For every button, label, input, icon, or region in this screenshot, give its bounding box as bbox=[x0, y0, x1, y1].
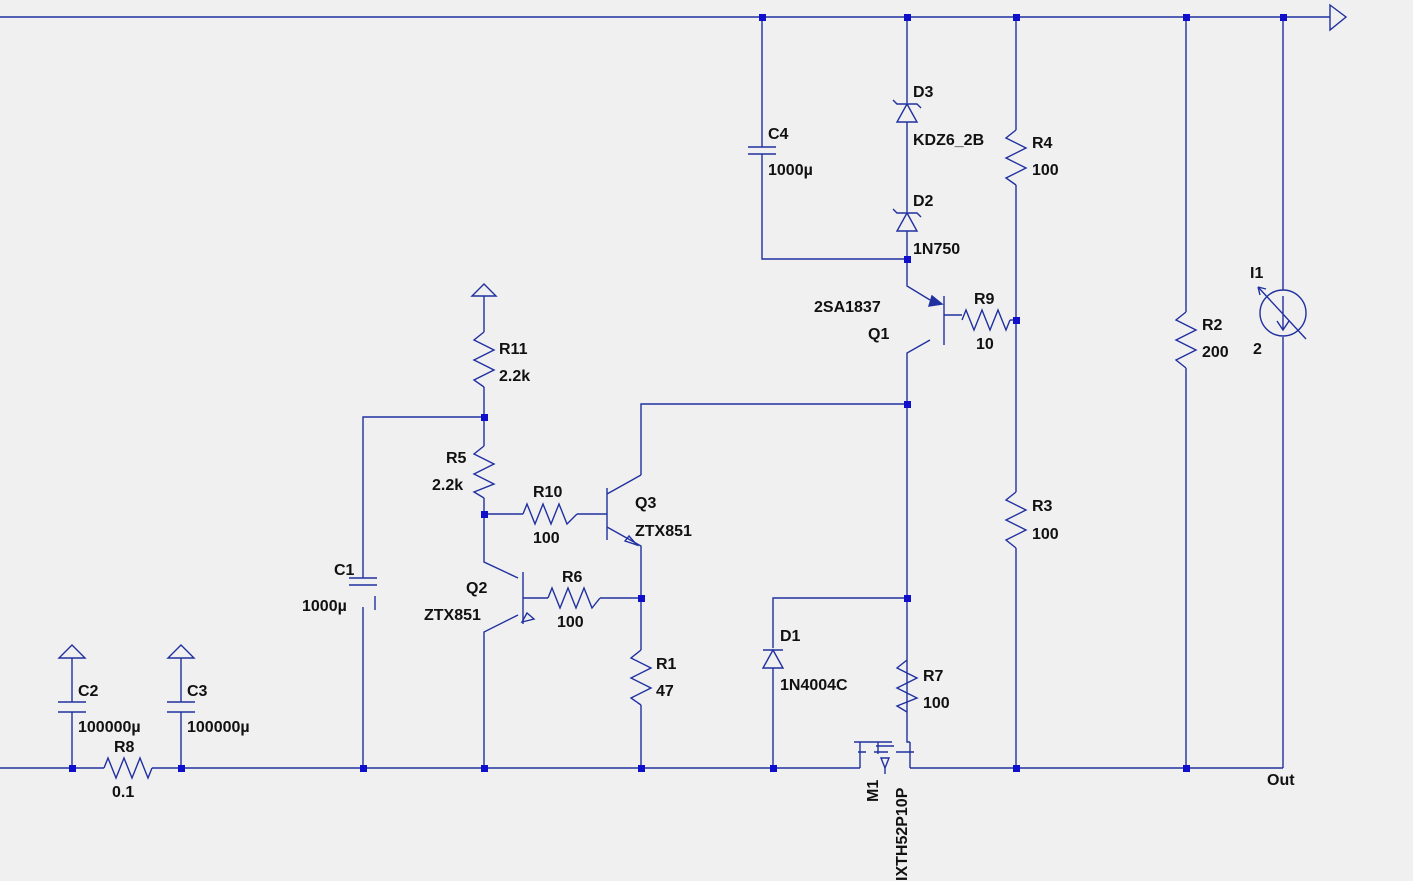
label-c2-value: 100000µ bbox=[78, 719, 141, 736]
label-r3-ref: R3 bbox=[1032, 498, 1053, 515]
resistor-r8 bbox=[103, 756, 153, 780]
resistor-r9 bbox=[961, 308, 1011, 332]
resistor-r6 bbox=[547, 586, 601, 610]
label-q2-value: ZTX851 bbox=[424, 607, 481, 624]
current-source-i1 bbox=[1257, 286, 1307, 340]
capacitor-c2 bbox=[58, 701, 86, 713]
label-i1-ref: I1 bbox=[1250, 265, 1263, 282]
wires bbox=[0, 16, 1330, 769]
label-r11-value: 2.2k bbox=[499, 368, 530, 385]
label-r8-value: 0.1 bbox=[112, 784, 134, 801]
label-d3-ref: D3 bbox=[913, 84, 934, 101]
zener-d2 bbox=[892, 208, 922, 232]
resistor-r1 bbox=[629, 649, 653, 706]
label-c4-ref: C4 bbox=[768, 126, 789, 143]
resistor-r11 bbox=[472, 331, 496, 388]
label-r10-ref: R10 bbox=[533, 484, 562, 501]
label-q1-value: 2SA1837 bbox=[814, 299, 881, 316]
label-q3-ref: Q3 bbox=[635, 495, 656, 512]
output-arrow-icon bbox=[1329, 3, 1348, 32]
label-out: Out bbox=[1267, 772, 1295, 789]
resistor-r10 bbox=[522, 502, 578, 526]
label-c3-value: 100000µ bbox=[187, 719, 250, 736]
label-q3-value: ZTX851 bbox=[635, 523, 692, 540]
label-d2-ref: D2 bbox=[913, 193, 934, 210]
label-q1-ref: Q1 bbox=[868, 326, 889, 343]
transistor-q1 bbox=[928, 294, 945, 345]
label-r5-value: 2.2k bbox=[432, 477, 463, 494]
label-r5-ref: R5 bbox=[446, 450, 467, 467]
label-r4-value: 100 bbox=[1032, 162, 1059, 179]
label-d2-value: 1N750 bbox=[913, 241, 960, 258]
label-r1-ref: R1 bbox=[656, 656, 677, 673]
label-r3-value: 100 bbox=[1032, 526, 1059, 543]
zener-d3 bbox=[892, 99, 922, 123]
power-flag-r11 bbox=[470, 283, 498, 297]
label-c4-value: 1000µ bbox=[768, 162, 813, 179]
mosfet-m1 bbox=[854, 741, 914, 774]
resistor-r7 bbox=[895, 659, 919, 713]
label-m1-ref: M1 bbox=[865, 780, 882, 802]
capacitor-c1 bbox=[349, 577, 377, 610]
label-r7-ref: R7 bbox=[923, 668, 944, 685]
resistor-r4 bbox=[1004, 129, 1028, 186]
label-r9-ref: R9 bbox=[974, 291, 995, 308]
diode-d1 bbox=[761, 648, 785, 669]
resistor-r2 bbox=[1174, 311, 1198, 369]
label-d1-value: 1N4004C bbox=[780, 677, 848, 694]
power-flag-c2 bbox=[57, 644, 87, 659]
label-i1-value: 2 bbox=[1253, 341, 1262, 358]
label-c3-ref: C3 bbox=[187, 683, 208, 700]
label-d1-ref: D1 bbox=[780, 628, 801, 645]
label-q2-ref: Q2 bbox=[466, 580, 487, 597]
power-flag-c3 bbox=[166, 644, 196, 659]
capacitor-c4 bbox=[748, 146, 776, 155]
label-d3-value: KDZ6_2B bbox=[913, 132, 984, 149]
label-r1-value: 47 bbox=[656, 683, 674, 700]
label-r2-value: 200 bbox=[1202, 344, 1229, 361]
resistor-r5 bbox=[472, 445, 496, 499]
label-r6-value: 100 bbox=[557, 614, 584, 631]
label-c1-value: 1000µ bbox=[302, 598, 347, 615]
transistor-q2 bbox=[520, 572, 536, 624]
label-r9-value: 10 bbox=[976, 336, 994, 353]
label-r8-ref: R8 bbox=[114, 739, 135, 756]
label-c1-ref: C1 bbox=[334, 562, 355, 579]
label-r4-ref: R4 bbox=[1032, 135, 1053, 152]
transistor-q3 bbox=[606, 488, 640, 547]
label-r2-ref: R2 bbox=[1202, 317, 1223, 334]
label-r11-ref: R11 bbox=[499, 341, 528, 358]
label-r10-value: 100 bbox=[533, 530, 560, 547]
label-r7-value: 100 bbox=[923, 695, 950, 712]
capacitor-c3 bbox=[167, 701, 195, 713]
label-m1-value: IXTH52P10P bbox=[894, 787, 911, 881]
junction-dots bbox=[69, 14, 1287, 772]
resistor-r3 bbox=[1004, 491, 1028, 549]
component-labels: D3 KDZ6_2B D2 1N750 C4 1000µ R4 100 2SA1… bbox=[78, 84, 1295, 881]
label-r6-ref: R6 bbox=[562, 569, 583, 586]
label-c2-ref: C2 bbox=[78, 683, 99, 700]
